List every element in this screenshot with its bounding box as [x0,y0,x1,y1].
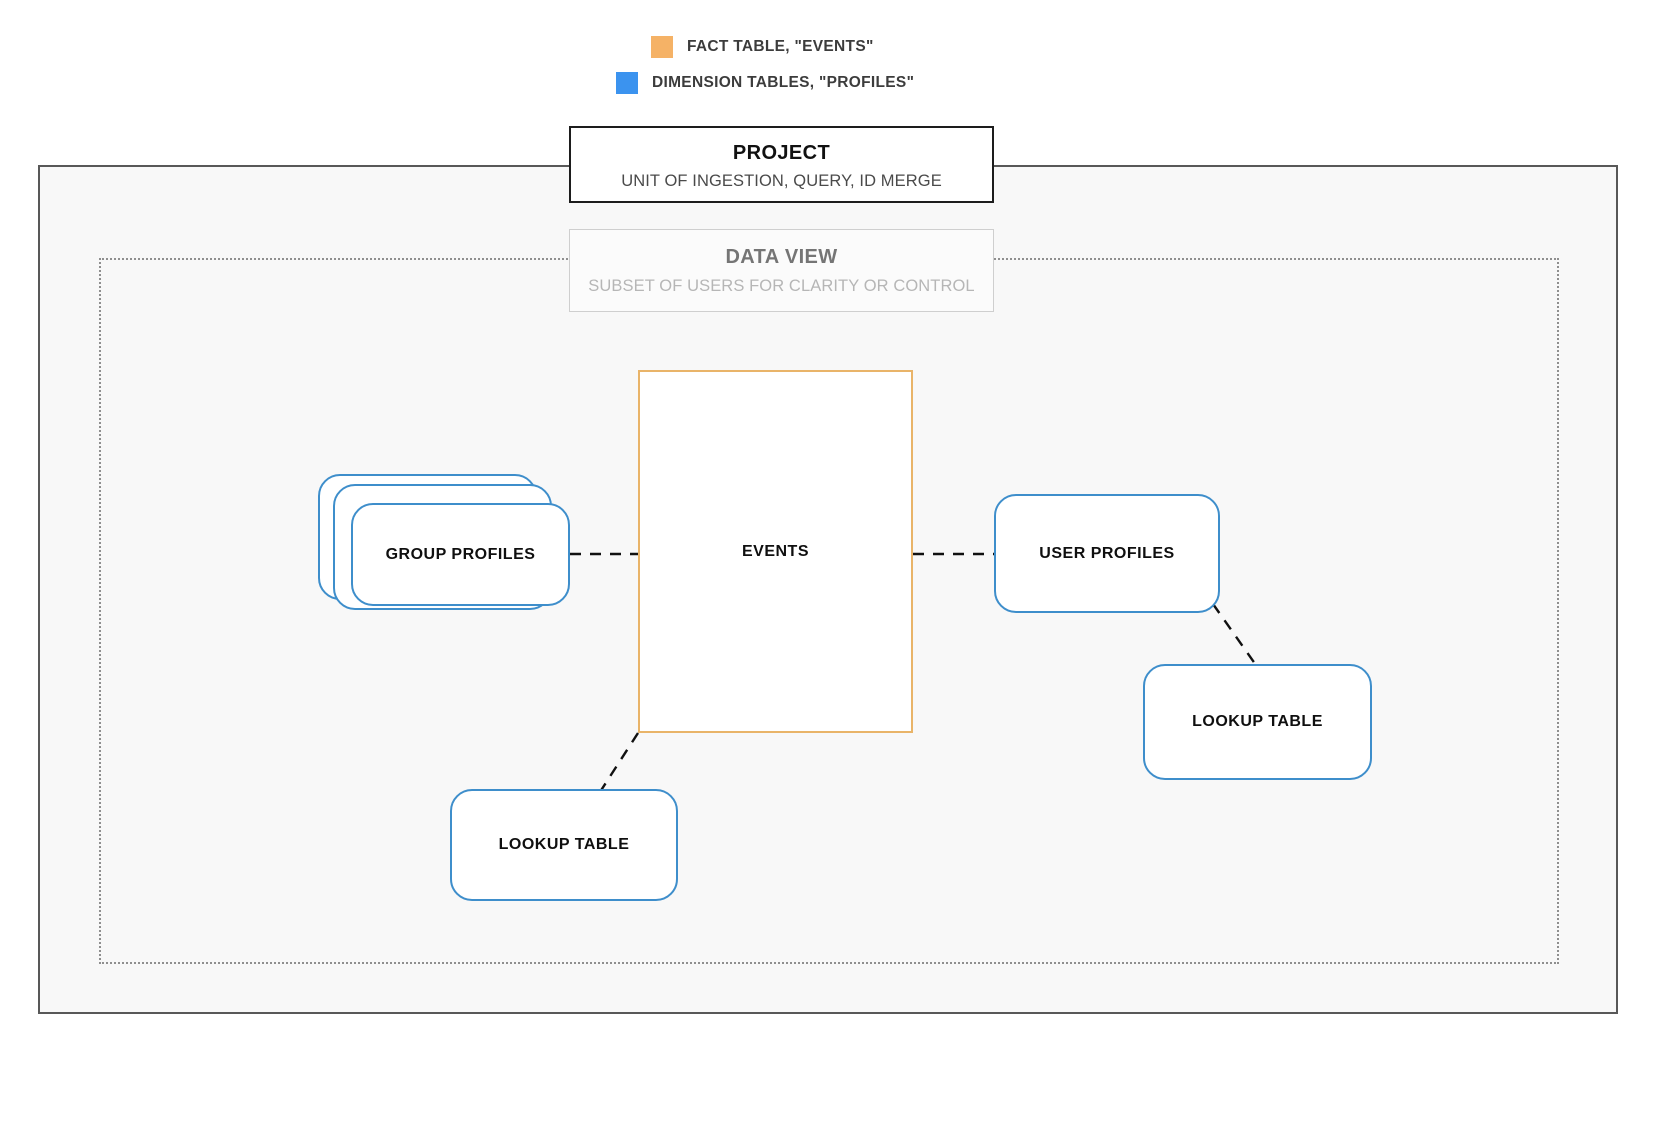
project-card: PROJECT UNIT OF INGESTION, QUERY, ID MER… [569,126,994,203]
legend-item-fact-table: FACT TABLE, "EVENTS" [651,36,874,58]
entity-label-group-profiles: GROUP PROFILES [385,545,536,563]
entity-events-fact-table[interactable]: EVENTS [638,370,913,733]
entity-lookup-table-left[interactable]: LOOKUP TABLE [450,789,678,901]
project-subtitle: UNIT OF INGESTION, QUERY, ID MERGE [621,172,942,190]
blue-square-swatch [616,72,638,94]
legend-label-fact-table: FACT TABLE, "EVENTS" [687,38,874,55]
data-view-subtitle: SUBSET OF USERS FOR CLARITY OR CONTROL [588,277,975,295]
orange-square-swatch [651,36,673,58]
legend-label-dimension-tables: DIMENSION TABLES, "PROFILES" [652,74,915,91]
project-title: PROJECT [732,142,831,164]
group-profiles-stack-card-front[interactable]: GROUP PROFILES [351,503,570,606]
entity-label-lookup-table-left: LOOKUP TABLE [498,836,630,853]
legend-item-dimension-tables: DIMENSION TABLES, "PROFILES" [616,72,914,94]
entity-lookup-table-right[interactable]: LOOKUP TABLE [1143,664,1372,780]
data-view-title: DATA VIEW [725,246,838,268]
entity-user-profiles[interactable]: USER PROFILES [994,494,1220,613]
legend: FACT TABLE, "EVENTS" DIMENSION TABLES, "… [0,28,1664,104]
data-view-card: DATA VIEW SUBSET OF USERS FOR CLARITY OR… [569,229,994,312]
entity-group-profiles-stack[interactable]: GROUP PROFILES [318,474,570,610]
entity-label-user-profiles: USER PROFILES [1039,544,1175,562]
entity-label-lookup-table-right: LOOKUP TABLE [1192,713,1323,730]
entity-label-events: EVENTS [741,542,809,560]
